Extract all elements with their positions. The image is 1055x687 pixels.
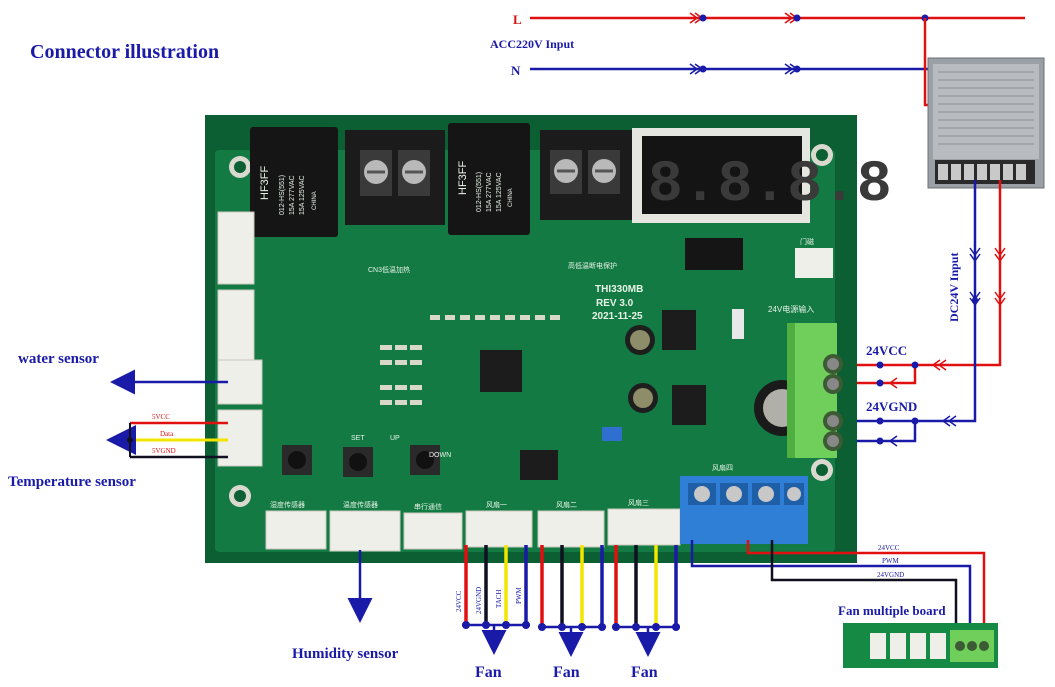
pcb-date: 2021-11-25 [592,311,643,322]
svg-text:24V电源输入: 24V电源输入 [768,304,814,314]
svg-text:UP: UP [390,435,400,442]
humidity-sensor-label: Humidity sensor [292,646,399,662]
diagram-title: Connector illustration [30,41,219,63]
fan-3-label: Fan [631,664,658,681]
dc-input-label: DC24V Input [947,253,961,322]
button-up: UP [343,435,400,477]
button-set: SET [282,435,365,475]
power-terminal-green [787,323,843,458]
svg-text:15A 277VAC: 15A 277VAC [486,172,493,212]
svg-text:风扇一: 风扇一 [486,500,507,509]
humidity-sensor: Humidity sensor [292,550,399,662]
segment-display: 8.8.8.8 [632,128,892,223]
fan-wire-pwm: PWM [515,587,523,605]
pcb-revision: REV 3.0 [596,298,634,309]
button-down: DOWN [410,445,451,475]
relay-2: HF3FF 012-HS(551) 15A 277VAC 15A 125VAC … [448,123,530,235]
svg-text:DOWN: DOWN [429,452,451,459]
pcb-model: THI330MB [595,284,643,295]
water-sensor: water sensor [18,351,228,395]
fan-1-label: Fan [475,664,502,681]
fan-wire-vcc: 24VCC [455,590,463,612]
fan-1-wiring: 24VCC 24VGND TACH PWM Fan [455,545,530,681]
svg-text:15A 125VAC: 15A 125VAC [496,172,503,212]
svg-text:CHINA: CHINA [508,188,514,207]
controller-board: HF3FF 012-HS(551) 15A 277VAC 15A 125VAC … [205,115,892,563]
power-supply [927,57,1045,189]
fan-board-wiring: 24VCC PWM 24VGND Fan multiple board [690,540,998,668]
line-n-label: N [511,63,521,78]
svg-text:风扇二: 风扇二 [556,500,577,509]
svg-text:HF3FF: HF3FF [259,166,271,201]
svg-text:CN3低温加热: CN3低温加热 [368,265,410,274]
svg-text:串行通信: 串行通信 [414,502,442,511]
water-sensor-label: water sensor [18,351,99,367]
fan-wire-tach: TACH [495,590,503,609]
svg-text:012-HS(551): 012-HS(551) [476,172,483,212]
temp-wire-gnd: 5VGND [152,447,176,455]
fan-board-wire-pwm: PWM [882,557,900,565]
temperature-sensor-label: Temperature sensor [8,474,136,490]
svg-text:CHINA: CHINA [312,191,318,210]
svg-text:风扇四: 风扇四 [712,463,733,472]
fan-wire-gnd: 24VGND [475,587,483,614]
fan-2-wiring: Fan [538,545,606,681]
fan-3-wiring: Fan [612,545,680,681]
svg-text:15A 125VAC: 15A 125VAC [299,175,306,215]
svg-text:15A 277VAC: 15A 277VAC [289,175,296,215]
fan-2-label: Fan [553,664,580,681]
terminal-vcc-label: 24VCC [866,343,907,358]
relay-terminal-block-2 [540,130,632,220]
svg-text:温度传感器: 温度传感器 [343,500,378,509]
display-digits: 8.8.8.8 [648,153,892,218]
svg-text:高低温断电保护: 高低温断电保护 [568,261,617,270]
ac-input-label: ACC220V Input [490,37,574,51]
svg-text:012-HS(551): 012-HS(551) [279,175,286,215]
terminal-gnd-label: 24VGND [866,399,917,414]
relay-1: HF3FF 012-HS(551) 15A 277VAC 15A 125VAC … [250,127,338,237]
svg-text:SET: SET [351,435,365,442]
fan-board-label: Fan multiple board [838,603,946,618]
relay-terminal-block-1 [345,130,445,225]
svg-text:门磁: 门磁 [800,237,814,246]
svg-text:HF3FF: HF3FF [457,161,469,196]
line-l-label: L [513,12,522,27]
svg-text:湿度传感器: 湿度传感器 [270,500,305,509]
svg-text:风扇三: 风扇三 [628,498,649,507]
dc-input-lines: DC24V Input 24VCC 24VGND [840,180,1006,447]
temperature-sensor: 5VCC Data 5VGND Temperature sensor [8,413,228,490]
temp-wire-data: Data [160,430,174,438]
temp-wire-vcc: 5VCC [152,413,170,421]
fan-terminal-blue [680,476,808,544]
fan-board-wire-gnd: 24VGND [877,571,904,579]
fan-board-wire-vcc: 24VCC [878,544,900,552]
